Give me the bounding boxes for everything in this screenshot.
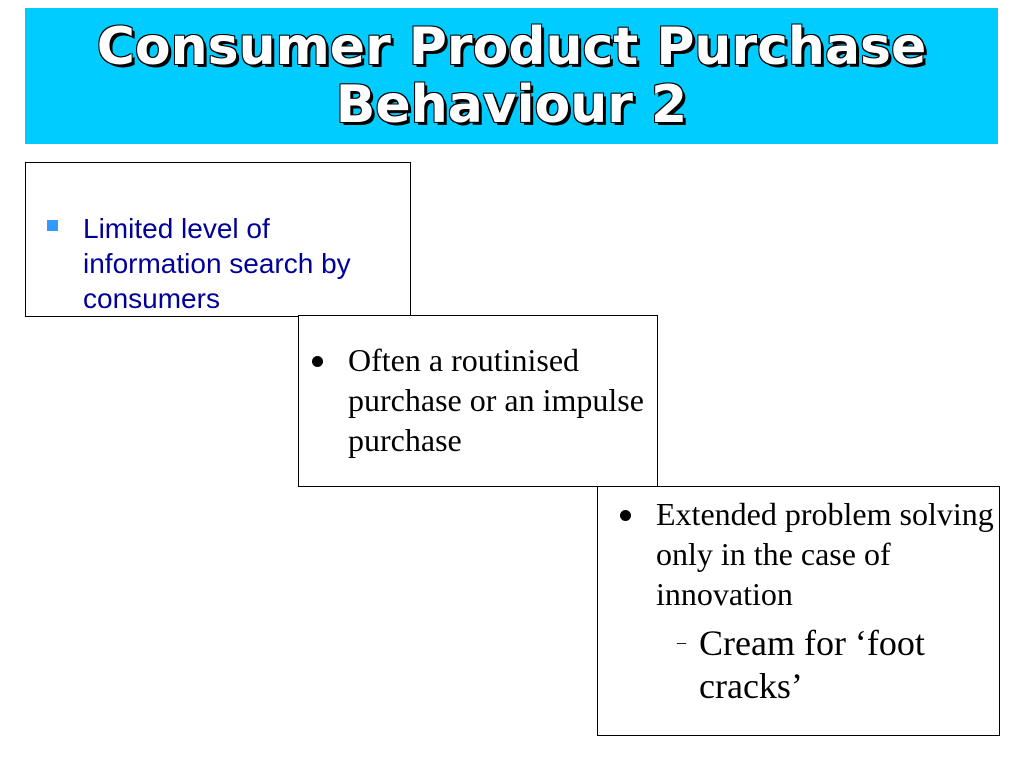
dash-bullet-icon: –: [677, 632, 686, 652]
bullet-point-2-text: Often a routinised purchase or an impuls…: [348, 342, 644, 458]
bullet-point-1: Limited level of information search by c…: [45, 211, 413, 316]
slide-title: Consumer Product Purchase Behaviour 2: [25, 18, 998, 134]
text-box-3: [597, 486, 1000, 736]
square-bullet-icon: [47, 220, 58, 231]
bullet-point-2: Often a routinised purchase or an impuls…: [298, 340, 688, 460]
title-line-1: Consumer Product Purchase: [96, 17, 927, 77]
bullet-point-1-text: Limited level of information search by c…: [83, 213, 351, 314]
sub-point: – Cream for ‘foot cracks’: [677, 622, 999, 708]
round-bullet-icon: [312, 356, 323, 367]
text-box-2: [298, 315, 658, 487]
sub-point-text: Cream for ‘foot cracks’: [699, 623, 925, 706]
round-bullet-icon: [620, 510, 631, 521]
title-line-2: Behaviour 2: [335, 75, 688, 135]
bullet-point-3-text: Extended problem solving only in the cas…: [656, 496, 994, 612]
title-bar: Consumer Product Purchase Behaviour 2: [25, 8, 998, 144]
text-box-1: [25, 162, 411, 317]
bullet-point-3: Extended problem solving only in the cas…: [606, 494, 1016, 614]
